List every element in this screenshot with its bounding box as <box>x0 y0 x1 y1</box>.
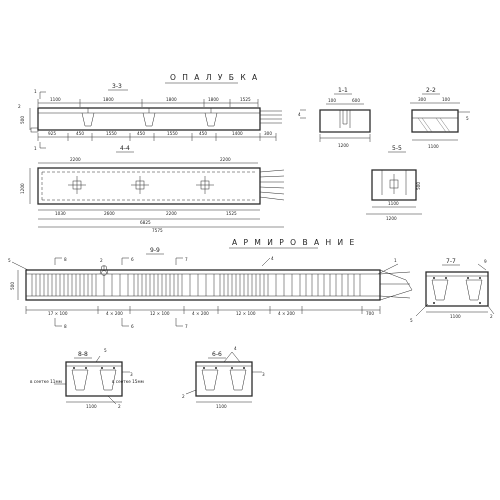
dim-66-width: 1100 <box>216 404 227 409</box>
dim-rein-5: 12 × 100 <box>236 311 256 316</box>
dim-top-2: 1800 <box>103 97 114 102</box>
mark-7-top: 7 <box>185 257 188 262</box>
dim-plan-bot-3: 2200 <box>166 211 177 216</box>
dim-bot-8: 300 <box>264 131 272 136</box>
dim-top-3: 1800 <box>166 97 177 102</box>
dim-77-width: 1100 <box>450 314 461 319</box>
section-2-2: 2-2 300 100 1100 5 <box>410 87 470 149</box>
section-label-7-7: 7-7 <box>446 258 456 265</box>
dim-22-width: 1100 <box>428 144 439 149</box>
dim-rein-7: 700 <box>366 311 374 316</box>
mark-1-bottom: 1 <box>34 146 37 151</box>
section-label-5-5: 5-5 <box>392 145 402 152</box>
dim-88-width: 1100 <box>86 404 97 409</box>
mark-8-bottom: 8 <box>64 324 67 329</box>
section-6-6: 6-6 4 3 1100 2 <box>182 346 265 409</box>
dim-55-h: 500 <box>416 182 421 190</box>
dim-rein-6: 4 × 200 <box>278 311 295 316</box>
dim-overall-a: 6825 <box>140 220 151 225</box>
dim-bot-5: 1550 <box>167 131 178 136</box>
section-8-8: 8-8 5 3 в сеетке 15мм в сеетке 11мм 1100… <box>30 348 144 409</box>
mark-1-top: 1 <box>34 89 37 94</box>
plan-4-4: 4-4 2200 2200 1200 1030 2600 2200 <box>20 145 285 233</box>
reinforcement-9-9: 9-9 5 8 2 6 7 4 1 <box>8 247 413 329</box>
dim-rein-3: 12 × 100 <box>150 311 170 316</box>
mark-9-sec77: 9 <box>484 259 487 264</box>
mark-2-sec77: 2 <box>490 314 493 319</box>
mark-3-sec66: 3 <box>262 372 265 377</box>
dim-plan-height: 1200 <box>20 183 25 194</box>
mark-2-sec88: 2 <box>118 404 121 409</box>
dim-rein-2: 4 × 200 <box>106 311 123 316</box>
section-label-9-9: 9-9 <box>150 247 160 254</box>
dim-plan-bot-4: 1525 <box>226 211 237 216</box>
section-label-1-1: 1-1 <box>338 87 348 94</box>
dim-rein-4: 4 × 200 <box>192 311 209 316</box>
dim-bot-2: 450 <box>76 131 84 136</box>
dim-bot-7: 1400 <box>232 131 243 136</box>
mark-1-rein: 1 <box>394 258 397 263</box>
dim-rein-1: 17 × 100 <box>48 311 68 316</box>
dim-55-a: 1100 <box>388 201 399 206</box>
dim-plan-top-2: 2200 <box>220 157 231 162</box>
mark-2-rein: 2 <box>100 258 103 263</box>
dim-11-b: 100 <box>328 98 336 103</box>
section-label-6-6: 6-6 <box>212 351 222 358</box>
dim-22-top: 300 <box>418 97 426 102</box>
mark-4-rein: 4 <box>271 256 274 261</box>
dim-plan-bot-2: 2600 <box>104 211 115 216</box>
dim-55-b: 1200 <box>386 216 397 221</box>
mark-5-sec77: 5 <box>410 318 413 323</box>
dim-bot-1: 925 <box>48 131 56 136</box>
dim-bot-6: 450 <box>199 131 207 136</box>
dim-bot-4: 450 <box>137 131 145 136</box>
dim-plan-bot-1: 1030 <box>55 211 66 216</box>
section-1-1: 1-1 1200 100 600 4 <box>298 87 371 148</box>
section-label-8-8: 8-8 <box>78 351 88 358</box>
mark-5-sec88: 5 <box>104 348 107 353</box>
mark-6-top: 6 <box>131 257 134 262</box>
elevation-3-3: 3-3 1100 1800 1800 1800 1525 1 <box>18 83 282 151</box>
formwork-title: О П А Л У Б К А <box>170 73 259 82</box>
dim-top-1: 1100 <box>50 97 61 102</box>
note-left: в сеетке 11мм <box>30 379 62 384</box>
section-7-7: 7-7 9 1100 5 2 <box>410 258 495 323</box>
section-label-3-3: 3-3 <box>112 83 122 90</box>
mark-5-sec22: 5 <box>466 116 469 121</box>
mark-4-sec11: 4 <box>298 112 301 117</box>
dim-plan-top-1: 2200 <box>70 157 81 162</box>
dim-11-c: 600 <box>352 98 360 103</box>
dim-side-height: 500 <box>20 116 25 124</box>
dim-top-4: 1800 <box>208 97 219 102</box>
mark-8-top: 8 <box>64 257 67 262</box>
mark-2-sec66: 2 <box>182 394 185 399</box>
dim-top-5: 1525 <box>240 97 251 102</box>
mark-3-sec88: 3 <box>130 372 133 377</box>
dim-rein-height: 500 <box>10 282 15 290</box>
section-label-4-4: 4-4 <box>120 145 130 152</box>
mark-2-left: 2 <box>18 104 21 109</box>
section-label-2-2: 2-2 <box>426 87 436 94</box>
dim-bot-3: 1550 <box>106 131 117 136</box>
dim-11-width: 1200 <box>338 143 349 148</box>
mark-5-rein: 5 <box>8 258 11 263</box>
reinforcement-title: А Р М И Р О В А Н И Е <box>232 238 356 247</box>
dim-22-top2: 100 <box>442 97 450 102</box>
mark-6-bottom: 6 <box>131 324 134 329</box>
mark-4-sec66: 4 <box>234 346 237 351</box>
note-right: в сеетке 15мм <box>112 379 144 384</box>
section-5-5: 5-5 1100 1200 500 <box>366 145 422 221</box>
dim-overall-b: 7575 <box>152 228 163 233</box>
mark-7-bottom: 7 <box>185 324 188 329</box>
